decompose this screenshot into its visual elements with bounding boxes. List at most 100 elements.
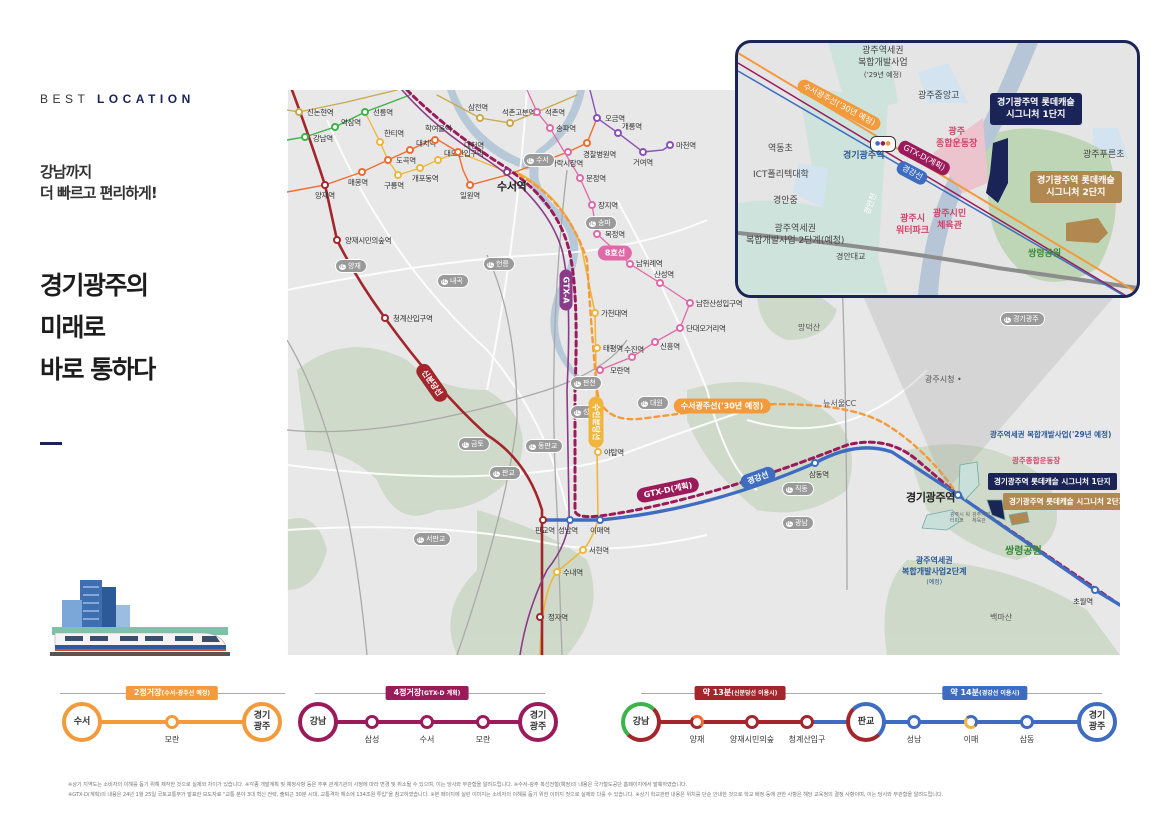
station-label[interactable]: 일원역 (460, 191, 480, 200)
station-label[interactable]: 도곡역 (396, 156, 416, 165)
station-label[interactable]: 대치역 (416, 139, 436, 148)
station-marker-icon[interactable] (583, 139, 591, 147)
station-marker-icon[interactable] (651, 338, 659, 346)
station-marker-icon[interactable] (576, 174, 584, 182)
station-label[interactable]: 야탑역 (604, 448, 624, 457)
station-label[interactable]: 신흥역 (660, 342, 680, 351)
station-label[interactable]: 경찰병원역 (583, 150, 616, 159)
station-marker-icon[interactable] (394, 171, 402, 179)
station-marker-icon[interactable] (295, 108, 303, 116)
station-label[interactable]: 신논현역 (307, 108, 334, 117)
station-marker-icon[interactable] (593, 114, 601, 122)
station-label[interactable]: 마천역 (676, 141, 696, 150)
station-label[interactable]: 성남역 (558, 526, 578, 535)
station-label[interactable]: 삼동역 (809, 470, 829, 479)
station-label[interactable]: 선릉역 (373, 108, 393, 117)
station-label[interactable]: 한티역 (384, 129, 404, 138)
station-marker-icon[interactable] (466, 181, 474, 189)
station-marker-icon[interactable] (596, 366, 604, 374)
station-label[interactable]: 남위례역 (636, 259, 663, 268)
station-marker-icon[interactable] (593, 230, 601, 238)
station-marker-icon[interactable] (546, 124, 554, 132)
station-marker-icon[interactable] (301, 133, 309, 141)
station-label[interactable]: 초월역 (1073, 597, 1093, 606)
station-label[interactable]: 단대오거리역 (686, 324, 726, 333)
station-label[interactable]: 문정역 (586, 174, 606, 183)
station-marker-icon[interactable] (628, 353, 636, 361)
station-marker-icon[interactable] (416, 164, 424, 172)
station-label[interactable]: 청계산입구역 (393, 314, 433, 323)
station-marker-icon[interactable] (358, 168, 366, 176)
station-marker-icon[interactable] (591, 309, 599, 317)
station-label[interactable]: 개롱역 (622, 122, 642, 131)
station-label[interactable]: 정자역 (548, 613, 568, 622)
station-marker-icon[interactable] (476, 114, 484, 122)
station-label[interactable]: 판교역 (535, 526, 555, 535)
station-label[interactable]: 가천대역 (601, 309, 628, 318)
station-label[interactable]: 구룡역 (384, 181, 404, 190)
station-marker-icon[interactable] (593, 344, 601, 352)
station-label[interactable]: 학여울역 (425, 124, 452, 133)
station-marker-icon[interactable] (594, 448, 602, 456)
station-label[interactable]: 복정역 (605, 230, 625, 239)
station-label[interactable]: 석촌역 (545, 108, 565, 117)
station-label[interactable]: 장지역 (598, 201, 618, 210)
station-marker-icon[interactable] (811, 459, 819, 467)
station-label[interactable]: 오금역 (605, 114, 625, 123)
station-label[interactable]: 거여역 (633, 158, 653, 167)
station-marker-icon[interactable] (503, 168, 511, 176)
station-marker-icon[interactable] (566, 516, 574, 524)
station-marker-icon[interactable] (579, 546, 587, 554)
station-marker-icon[interactable] (588, 201, 596, 209)
station-marker-icon[interactable] (676, 324, 684, 332)
station-marker-icon[interactable] (333, 236, 341, 244)
station-marker-icon[interactable] (434, 156, 442, 164)
station-marker-icon[interactable] (639, 148, 647, 156)
station-marker-icon[interactable] (454, 148, 462, 156)
station-marker-icon[interactable] (614, 129, 622, 137)
station-marker-icon[interactable] (321, 181, 329, 189)
station-marker-icon[interactable] (381, 314, 389, 322)
station-marker-icon[interactable] (626, 260, 634, 268)
station-label[interactable]: 수진역 (624, 345, 644, 354)
station-label[interactable]: 남한산성입구역 (696, 299, 743, 308)
station-label[interactable]: 수내역 (563, 568, 583, 577)
station-label[interactable]: 태평역 (603, 344, 623, 353)
station-marker-icon[interactable] (331, 123, 339, 131)
station-label[interactable]: 삼전역 (468, 103, 488, 112)
station-marker-icon[interactable] (376, 138, 384, 146)
station-label[interactable]: 송파역 (556, 124, 576, 133)
station-marker-icon[interactable] (533, 108, 541, 116)
station-label[interactable]: 강남역 (313, 134, 333, 143)
station-label[interactable]: 경기광주역 (906, 491, 956, 504)
station-label[interactable]: 산성역 (654, 270, 674, 279)
station-label[interactable]: 가락시장역 (550, 159, 583, 168)
station-marker-icon[interactable] (506, 119, 514, 127)
station-marker-icon[interactable] (431, 136, 439, 144)
station-marker-icon[interactable] (1091, 586, 1099, 594)
station-marker-icon[interactable] (361, 108, 369, 116)
station-marker-icon[interactable] (536, 613, 544, 621)
station-marker-icon[interactable] (954, 491, 962, 499)
station-label[interactable]: 모란역 (610, 366, 630, 375)
station-label[interactable]: 역삼역 (341, 118, 361, 127)
station-marker-icon[interactable] (553, 568, 561, 576)
station-marker-icon[interactable] (656, 279, 664, 287)
station-label[interactable]: 매봉역 (348, 178, 368, 187)
station-label[interactable]: 이매역 (590, 526, 610, 535)
station-label[interactable]: 대모산입구역 (444, 149, 484, 158)
station-label[interactable]: 서현역 (589, 546, 609, 555)
station-marker-icon[interactable] (596, 516, 604, 524)
station-label[interactable]: 수서역 (497, 180, 527, 193)
station-label[interactable]: 개포동역 (412, 174, 439, 183)
station-marker-icon[interactable] (564, 148, 572, 156)
station-marker-icon[interactable] (406, 146, 414, 154)
station-label[interactable]: 양재역 (315, 191, 335, 200)
station-marker-icon[interactable] (666, 141, 674, 149)
station-marker-icon[interactable] (539, 516, 547, 524)
station-marker-icon[interactable] (384, 156, 392, 164)
station-label[interactable]: 석촌고분역 (502, 108, 535, 117)
station-label[interactable]: 대청역 (464, 141, 484, 150)
station-label[interactable]: 양재시민의숲역 (345, 236, 392, 245)
